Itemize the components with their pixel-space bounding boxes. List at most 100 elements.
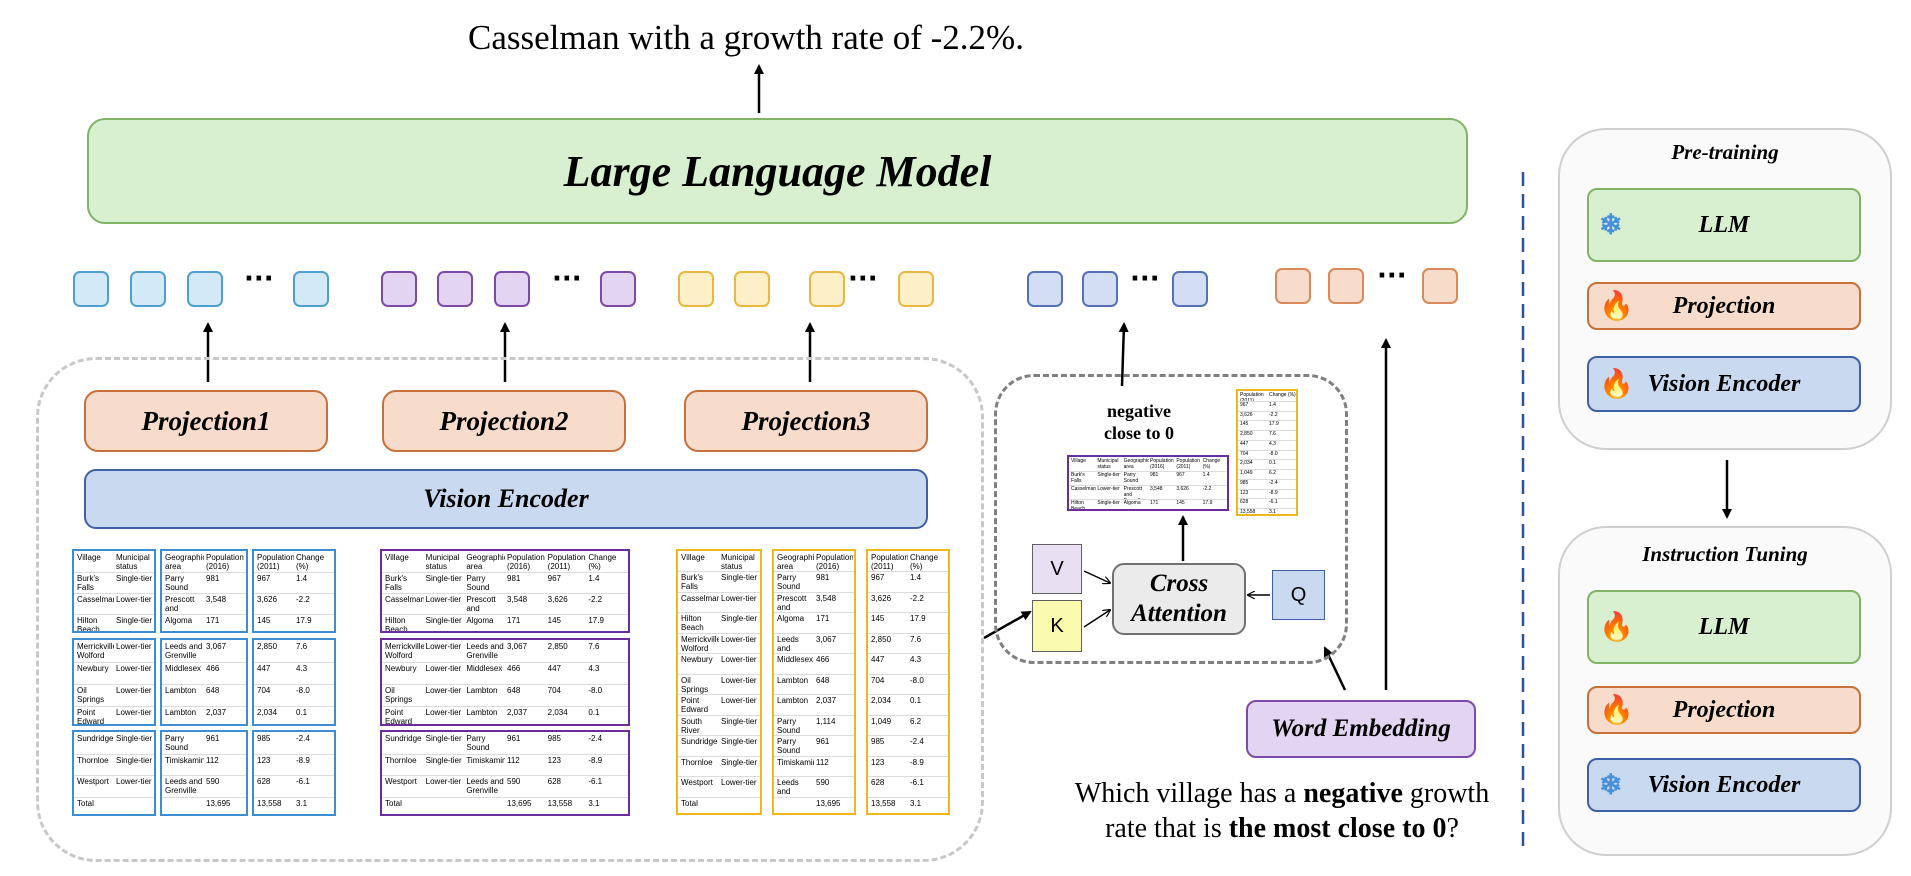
row-line	[774, 735, 854, 737]
row-line	[678, 796, 760, 798]
row-line	[774, 755, 854, 757]
table-cell: 4.3	[910, 655, 922, 665]
row-line	[774, 694, 854, 696]
table-cell: 2,034	[1240, 460, 1253, 467]
table-cell: Merrickville-Wolford	[681, 634, 719, 653]
table-cell: 3,626	[1176, 486, 1189, 492]
row-line	[868, 796, 948, 798]
table-cell: -8.0	[910, 675, 924, 685]
q-box: Q	[1272, 570, 1325, 620]
table-cell: 3,626	[871, 593, 892, 603]
row-line	[1238, 410, 1296, 412]
instruction-projection-label: Projection	[1672, 696, 1776, 723]
row-line	[382, 684, 628, 685]
table-cell: Population (2016)	[816, 553, 853, 571]
row-line	[1238, 420, 1296, 422]
table-cell: 2,850	[1240, 431, 1253, 438]
table-cell: Population (2011)	[871, 553, 908, 571]
table-cell: Merrickville-Wolford	[385, 642, 424, 660]
pretraining-vision-encoder: 🔥Vision Encoder	[1587, 356, 1861, 412]
table-cell: 145	[871, 614, 885, 624]
dots: ···	[1377, 261, 1407, 291]
row-line	[74, 572, 154, 573]
llm-box: Large Language Model	[87, 118, 1468, 224]
table-cell: 961	[507, 734, 521, 743]
table-cell: 17.9	[296, 616, 312, 625]
row-line	[868, 714, 948, 716]
row-line	[868, 653, 948, 655]
table-cell: -6.1	[910, 778, 924, 788]
token-purple	[437, 271, 473, 307]
table-cell: -8.9	[588, 755, 603, 765]
table-cell: 985	[871, 737, 885, 747]
instruction-llm-label: LLM	[1698, 613, 1750, 640]
token-navy	[1172, 271, 1208, 307]
row-line	[774, 796, 854, 798]
table-cell: Middlesex	[466, 664, 503, 673]
table-cell: 123	[257, 755, 271, 765]
table-cell: Population (2016)	[507, 553, 545, 571]
table-cell: Prescott and Russell	[777, 593, 807, 612]
table-cell: -8.0	[588, 686, 603, 695]
table-cell: 967	[1240, 401, 1249, 408]
q-line1-pre: Which village has a	[1074, 778, 1304, 809]
table-cell: Burk's Falls	[681, 573, 703, 592]
table-cell: Hilton Beach	[681, 614, 704, 633]
table-cell: 1.4	[1202, 472, 1210, 478]
table-cell: Parry Sound	[777, 737, 801, 756]
table-cell: Lower-tier	[425, 777, 462, 786]
table-cell: Casselman	[77, 595, 114, 604]
row-line	[868, 755, 948, 757]
table-cell: Thornloe	[385, 755, 417, 765]
table-cell: 13,695	[507, 798, 532, 808]
table-cell: Lower-tier	[116, 686, 152, 695]
table-cell: Single-tier	[425, 755, 462, 765]
q-line2-bold: the most close to 0	[1228, 813, 1447, 844]
table-cell: Algoma	[777, 614, 805, 624]
row-line	[254, 614, 334, 615]
dots: ···	[552, 264, 582, 294]
table-cell: 145	[257, 616, 271, 625]
table-cell: 171	[206, 616, 220, 625]
row-line	[774, 591, 854, 593]
table-cell: 967	[547, 574, 562, 583]
table-cell: -2.2	[1202, 486, 1212, 492]
row-line	[774, 571, 854, 573]
table-cell: Single-tier	[1097, 472, 1120, 478]
table-cell: 628	[547, 777, 562, 786]
row-line	[868, 571, 948, 573]
row-line	[162, 593, 246, 594]
table-cell: Timiskaming	[777, 757, 814, 767]
row-line	[74, 796, 154, 798]
table-cell: 6.2	[910, 716, 922, 726]
row-line	[678, 673, 760, 675]
table-cell: Prescott and Russell	[466, 595, 496, 614]
instruction-title: Instruction Tuning	[1642, 542, 1808, 566]
table-cell: 704	[257, 686, 271, 695]
table-cell: Algoma	[165, 616, 193, 625]
token-yellow	[678, 271, 714, 307]
table-cell: 981	[206, 574, 220, 583]
table-cell: Timiskaming	[165, 755, 204, 765]
row-line	[1238, 430, 1296, 432]
table-cell: 112	[507, 755, 520, 765]
table-cell: -8.9	[1269, 489, 1278, 496]
row-line	[1069, 499, 1227, 500]
fire-icon: 🔥	[1599, 612, 1634, 643]
table-cell: 985	[257, 734, 271, 743]
table-cell: Single-tier	[721, 573, 758, 583]
table-cell: Lambton	[777, 675, 809, 685]
table-cell: Newbury	[681, 655, 713, 665]
cross-attention-region	[994, 374, 1348, 664]
row-line	[254, 753, 334, 755]
table-cell: 704	[1240, 450, 1249, 457]
row-line	[254, 593, 334, 594]
table-cell: 590	[816, 778, 830, 788]
row-line	[382, 572, 628, 573]
table-cell: Geographic area	[466, 553, 505, 571]
projection2-box: Projection2	[382, 390, 626, 452]
row-line	[254, 796, 334, 798]
table-cell: 171	[507, 616, 521, 625]
